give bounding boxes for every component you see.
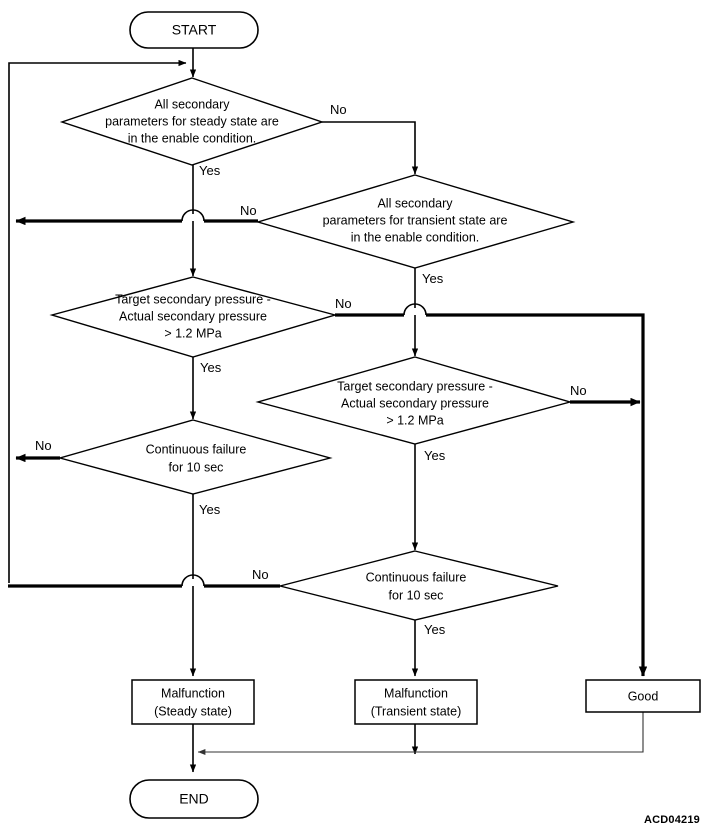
edge-label-d2-yes: Yes <box>422 271 444 286</box>
node-decision-continuous-failure-steady <box>57 419 333 495</box>
node-malfunction-steady-line1: Malfunction <box>161 686 225 700</box>
edge-label-d6-no: No <box>252 567 269 582</box>
line-hop-arc-3 <box>181 574 205 587</box>
edge-label-d2-no: No <box>240 203 257 218</box>
node-malfunction-transient <box>354 679 478 725</box>
node-d3-line1: Target secondary pressure - <box>115 292 271 306</box>
node-d2-line3: in the enable condition. <box>351 230 480 244</box>
edge-d3-no-seg-b <box>426 313 648 677</box>
node-decision-continuous-failure-transient <box>279 550 559 621</box>
edge-label-d3-no: No <box>335 296 352 311</box>
edge-label-d4-yes: Yes <box>424 448 446 463</box>
node-d3-line2: Actual secondary pressure <box>119 309 267 323</box>
node-good-label: Good <box>628 689 659 703</box>
line-hop-arc-1 <box>181 209 205 222</box>
node-malfunction-transient-line1: Malfunction <box>384 686 448 700</box>
node-malfunction-steady-line2: (Steady state) <box>154 704 232 718</box>
node-d5-line1: Continuous failure <box>146 442 247 456</box>
line-hop-arc-2 <box>403 303 427 316</box>
node-malfunction-transient-line2: (Transient state) <box>371 704 462 718</box>
edge-label-d1-yes: Yes <box>199 163 221 178</box>
node-d4-line1: Target secondary pressure - <box>337 379 493 393</box>
edge-label-d1-no: No <box>330 102 347 117</box>
node-end-label: END <box>179 791 209 807</box>
node-d2-line2: parameters for transient state are <box>323 213 508 227</box>
edge-label-d4-no: No <box>570 383 587 398</box>
node-d5-line2: for 10 sec <box>169 460 224 474</box>
edge-d1-no <box>322 121 419 175</box>
node-start <box>129 11 259 49</box>
node-d2-line1: All secondary <box>377 196 453 210</box>
edge-label-d5-yes: Yes <box>199 502 221 517</box>
node-d6-line2: for 10 sec <box>389 588 444 602</box>
node-d1-line3: in the enable condition. <box>128 131 257 145</box>
edge-left-return-rail <box>8 59 187 583</box>
node-good <box>585 679 701 713</box>
node-decision-pressure-transient <box>255 356 573 445</box>
node-d4-line2: Actual secondary pressure <box>341 396 489 410</box>
node-start-label: START <box>172 22 217 38</box>
node-d1-line1: All secondary <box>154 97 230 111</box>
node-d4-line3: > 1.2 MPa <box>386 413 443 427</box>
node-decision-steady-params <box>59 77 325 166</box>
node-d6-line1: Continuous failure <box>366 570 467 584</box>
node-d1-line2: parameters for steady state are <box>105 114 279 128</box>
node-end <box>129 779 259 819</box>
edge-label-d5-no: No <box>35 438 52 453</box>
node-decision-pressure-steady <box>49 276 338 358</box>
diagram-reference-code: ACD04219 <box>643 814 700 826</box>
edge-good-to-merge <box>197 712 644 755</box>
edge-label-d6-yes: Yes <box>424 622 446 637</box>
node-malfunction-steady <box>131 679 255 725</box>
edge-label-d3-yes: Yes <box>200 360 222 375</box>
node-d3-line3: > 1.2 MPa <box>164 326 221 340</box>
node-decision-transient-params <box>255 174 576 269</box>
